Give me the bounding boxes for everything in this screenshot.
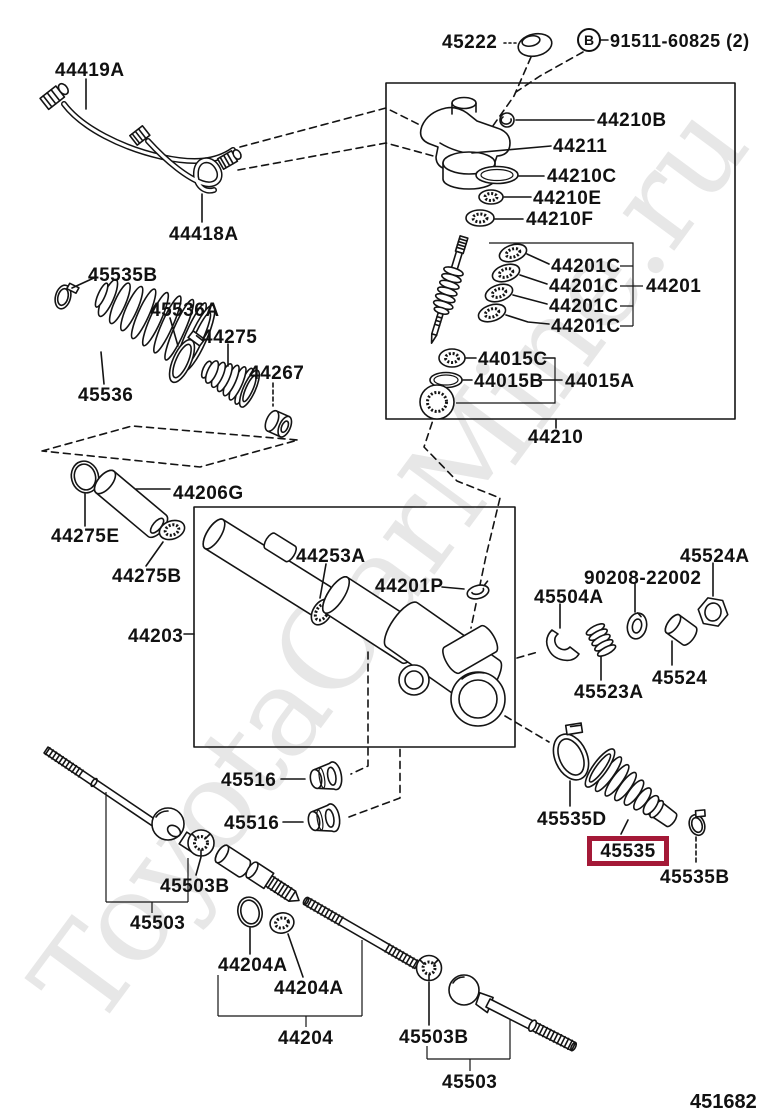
valve-shaft-drawing: [430, 235, 469, 344]
part-label-45503-right: 45503: [442, 1072, 498, 1093]
part-label-45222: 45222: [442, 32, 498, 53]
bearing-44210e-drawing: [478, 189, 504, 205]
figure-number: 451682: [690, 1091, 757, 1112]
part-label-44275: 44275: [202, 327, 258, 348]
boot-clamp-45535b-left-drawing: [54, 282, 80, 310]
part-label-44210b: 44210B: [597, 110, 667, 131]
assembly-box-44203: [193, 506, 516, 748]
part-label-45535b-left: 45535B: [88, 265, 158, 286]
part-label-45524: 45524: [652, 668, 708, 689]
gasket-44210c-drawing: [475, 165, 519, 185]
inner-rod-44204-drawing: [302, 896, 420, 970]
claw-washer-45503b-right-drawing: [415, 954, 443, 1026]
lock-nut-45524a-drawing: [697, 562, 729, 627]
part-label-44015c: 44015C: [478, 349, 548, 370]
part-label-44211: 44211: [553, 136, 608, 157]
oil-seal-44015-drawing: [419, 348, 466, 420]
part-label-45516-upper: 45516: [221, 770, 277, 791]
washer-90208-drawing: [626, 583, 648, 640]
part-label-44015a: 44015A: [565, 371, 635, 392]
bearing-44210f-drawing: [465, 209, 495, 227]
boot-clamp-45535d-drawing: [552, 722, 590, 807]
bolt-symbol-circle: B: [577, 28, 601, 52]
part-label-44275e: 44275E: [51, 526, 120, 547]
part-label-45503-left: 45503: [130, 913, 186, 934]
part-label-44201c-1: 44201C: [551, 256, 621, 277]
part-label-44204a-2: 44204A: [274, 978, 344, 999]
adjuster-screw-drawing: [245, 861, 300, 902]
snap-ring-44201p-drawing: [466, 580, 490, 600]
part-label-90208-22002: 90208-22002: [584, 568, 702, 589]
part-label-44201c-3: 44201C: [549, 296, 619, 317]
spring-45523a-drawing: [585, 622, 617, 681]
rack-guide-45504a-drawing: [545, 603, 580, 662]
assembly-box-44210: [385, 82, 736, 420]
part-label-45516-lower: 45516: [224, 813, 280, 834]
part-label-44204: 44204: [278, 1028, 334, 1049]
mount-bushing-45516-upper-drawing: [280, 761, 343, 791]
bushing-44267-drawing: [264, 409, 293, 438]
part-label-44201c-2: 44201C: [549, 276, 619, 297]
boot-clamp-45535b-right-drawing: [688, 809, 706, 837]
part-label-45504a: 45504A: [534, 587, 604, 608]
clamp-45536a-drawing: [168, 317, 206, 384]
part-label-45535-highlighted: 45535: [600, 840, 656, 862]
part-label-44015b: 44015B: [474, 371, 544, 392]
part-label-44210f: 44210F: [526, 209, 594, 230]
claw-washer-45503b-left-drawing: [187, 829, 215, 876]
part-label-44418a: 44418A: [169, 224, 239, 245]
o-ring-44204a-drawing: [237, 896, 304, 978]
dust-cap-45222-drawing: [517, 32, 553, 58]
leader-lines: [71, 39, 609, 635]
pressure-feed-tube-44419a-drawing: [39, 78, 236, 164]
part-label-45523a: 45523A: [574, 682, 644, 703]
part-label-44275b: 44275B: [112, 566, 182, 587]
part-label-44206g: 44206G: [173, 483, 244, 504]
highlight-box-45535: 45535: [587, 836, 669, 866]
part-label-44253a: 44253A: [296, 546, 366, 567]
part-label-44267: 44267: [249, 363, 305, 384]
part-label-44210e: 44210E: [533, 188, 602, 209]
part-label-45535b-right: 45535B: [660, 867, 730, 888]
mount-bushing-45516-lower-drawing: [282, 803, 341, 833]
dashed-reference-lines: [41, 42, 697, 865]
tie-rod-45503-right-drawing: [448, 974, 578, 1052]
part-label-44419a: 44419A: [55, 60, 125, 81]
part-label-44201c-4: 44201C: [551, 316, 621, 337]
part-label-45535d: 45535D: [537, 809, 607, 830]
o-ring-44275e-drawing: [70, 460, 100, 527]
control-valve-44211-drawing: [419, 96, 511, 190]
part-label-44201p: 44201P: [375, 576, 444, 597]
part-label-44210c: 44210C: [547, 166, 617, 187]
spacer-drawing: [214, 844, 252, 878]
seal-44275b-drawing: [145, 519, 186, 567]
end-tube-44206g-drawing: [93, 469, 171, 539]
part-label-44210: 44210: [528, 427, 584, 448]
part-label-44204a-1: 44204A: [218, 955, 288, 976]
spring-seat-45524-drawing: [664, 613, 698, 666]
bolt-symbol-letter: B: [583, 32, 595, 48]
part-label-45536: 45536: [78, 385, 134, 406]
pressure-return-tube-44418a-drawing: [129, 125, 242, 223]
part-label-45503b-right: 45503B: [399, 1027, 469, 1048]
steering-boot-45535-drawing: [584, 748, 678, 835]
rack-housing-drawing: [202, 518, 506, 727]
part-label-44203: 44203: [128, 626, 184, 647]
part-label-45524a: 45524A: [680, 546, 750, 567]
part-label-44201: 44201: [646, 276, 702, 297]
damper-boot-44275-drawing: [200, 343, 261, 408]
bracket-lines: [105, 242, 643, 1071]
part-label-45503b-left: 45503B: [160, 876, 230, 897]
part-label-45536a: 45536A: [150, 300, 220, 321]
tie-rod-45503-left-drawing: [43, 746, 206, 856]
valve-rings-44201c-drawing: [477, 243, 528, 323]
part-label-91511-60825: 91511-60825 (2): [610, 31, 750, 51]
union-seat-44210b-drawing: [499, 112, 515, 128]
